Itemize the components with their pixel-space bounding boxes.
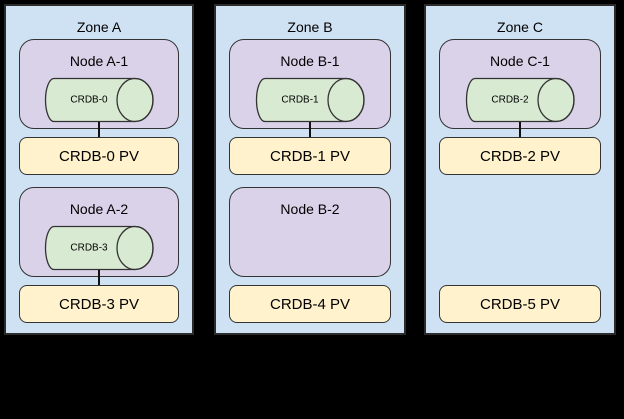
node-c1-label: Node C-1: [490, 53, 550, 69]
crdb-2-pv-box: CRDB-2 PV: [439, 137, 601, 175]
zone-b-title: Zone B: [287, 19, 333, 35]
crdb-5-pv-box: CRDB-5 PV: [439, 285, 601, 323]
node-a2: Node A-2 CRDB-3: [19, 187, 179, 277]
node-a1-label: Node A-1: [69, 53, 129, 69]
connector-crdb2-to-pv: [519, 122, 521, 137]
crdb-2-pod-label: CRDB-2: [491, 95, 529, 106]
node-b1: Node B-1 CRDB-1: [229, 39, 391, 129]
zone-c-panel: Zone C Node C-1 CRDB-2 CRDB-2 PV CRDB-5 …: [424, 4, 616, 335]
crdb-0-pod-label: CRDB-0: [70, 95, 108, 106]
zone-b-panel: Zone B Node B-1 CRDB-1 CRDB-1 PV Node B-…: [214, 4, 406, 335]
crdb-3-pod-cylinder-icon: CRDB-3: [44, 225, 154, 271]
node-b1-label: Node B-1: [280, 53, 340, 69]
crdb-2-pod-cylinder-icon: CRDB-2: [465, 77, 575, 123]
zone-a-panel: Zone A Node A-1 CRDB-0 CRDB-0 PV Node A-…: [4, 4, 194, 335]
crdb-2-pv-label: CRDB-2 PV: [479, 147, 561, 165]
node-a2-label: Node A-2: [69, 201, 129, 217]
node-b2-label: Node B-2: [280, 201, 340, 217]
node-a1: Node A-1 CRDB-0: [19, 39, 179, 129]
node-c1: Node C-1 CRDB-2: [439, 39, 601, 129]
connector-crdb0-to-pv: [98, 122, 100, 137]
zone-a-title: Zone A: [76, 19, 122, 35]
crdb-3-pv-label: CRDB-3 PV: [58, 295, 140, 313]
crdb-5-pv-label: CRDB-5 PV: [479, 295, 561, 313]
connector-crdb3-to-pv: [98, 270, 100, 285]
crdb-0-pv-label: CRDB-0 PV: [58, 147, 140, 165]
crdb-0-pod-cylinder-icon: CRDB-0: [44, 77, 154, 123]
node-b2-empty: Node B-2: [229, 187, 391, 277]
crdb-0-pv-box: CRDB-0 PV: [19, 137, 179, 175]
crdb-3-pod-label: CRDB-3: [70, 243, 108, 254]
crdb-1-pv-box: CRDB-1 PV: [229, 137, 391, 175]
crdb-4-pv-box: CRDB-4 PV: [229, 285, 391, 323]
crdb-3-pv-box: CRDB-3 PV: [19, 285, 179, 323]
crdb-1-pv-label: CRDB-1 PV: [269, 147, 351, 165]
crdb-1-pod-cylinder-icon: CRDB-1: [255, 77, 365, 123]
crdb-1-pod-label: CRDB-1: [281, 95, 319, 106]
zone-c-title: Zone C: [497, 19, 543, 35]
crdb-4-pv-label: CRDB-4 PV: [269, 295, 351, 313]
connector-crdb1-to-pv: [309, 122, 311, 137]
